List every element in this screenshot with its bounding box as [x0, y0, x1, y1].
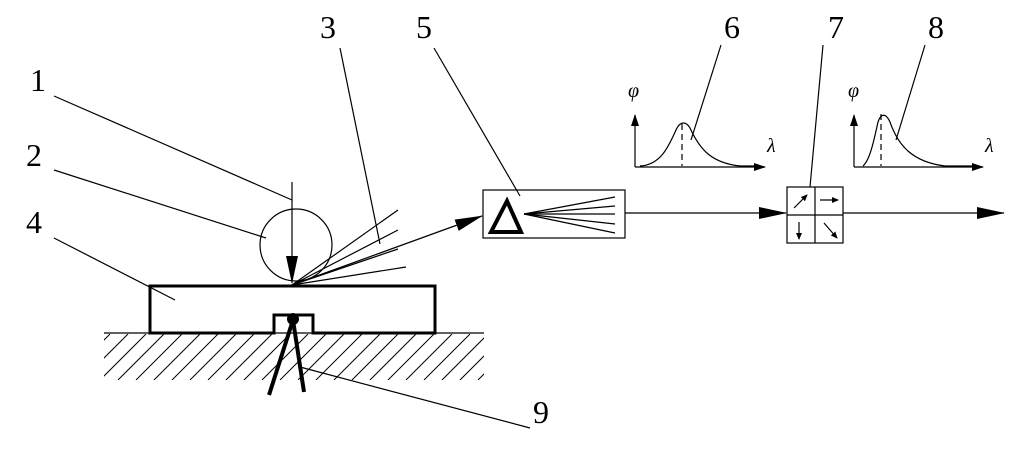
right-graph-x-label: λ [984, 135, 994, 157]
hatch-line [104, 334, 111, 341]
hatch-line [171, 334, 219, 380]
hatch-line [279, 334, 327, 380]
hatch-line [459, 355, 484, 380]
hatch-line [207, 334, 255, 380]
callout-6: 6 [724, 9, 740, 45]
hatch-line [153, 334, 201, 380]
right-graph-y-label: φ [848, 80, 859, 102]
hatch-line [351, 334, 399, 380]
hatch-line [315, 334, 363, 380]
hatch-line [117, 334, 165, 380]
left-graph-x-label: λ [766, 135, 776, 157]
hatch-line [477, 373, 484, 380]
spectrum-graph-left: φ λ [628, 80, 776, 171]
callout-1: 1 [30, 62, 46, 98]
support-stand [267, 313, 306, 396]
hatch-line [297, 334, 345, 380]
callout-labels: 1 2 3 4 5 6 7 8 9 [26, 9, 944, 430]
base-plate [148, 284, 437, 335]
left-graph-y-label: φ [628, 80, 639, 102]
scattered-rays [291, 209, 483, 286]
hatch-line [369, 334, 417, 380]
callout-9: 9 [533, 394, 549, 430]
callout-7: 7 [828, 9, 844, 45]
hatch-line [387, 334, 435, 380]
hatch-line [441, 337, 484, 380]
hatch-line [104, 334, 129, 359]
hatch-line [405, 334, 453, 380]
hatch-line [243, 334, 291, 380]
hatch-line [333, 334, 381, 380]
processor-box [786, 186, 844, 244]
spectrometer-box: Δ [482, 189, 626, 239]
callout-4: 4 [26, 204, 42, 240]
hatch-line [225, 334, 273, 380]
hatch-line [423, 334, 471, 380]
callout-3: 3 [320, 9, 336, 45]
callout-8: 8 [928, 9, 944, 45]
leader-lines [53, 44, 926, 429]
hatch-line [261, 334, 309, 380]
hatch-line [104, 334, 147, 377]
spectrum-graph-right: φ λ [848, 80, 994, 171]
callout-5: 5 [416, 9, 432, 45]
ground-hatching [104, 332, 484, 380]
hatch-line [135, 334, 183, 380]
hatch-line [189, 334, 237, 380]
callout-2: 2 [26, 137, 42, 173]
